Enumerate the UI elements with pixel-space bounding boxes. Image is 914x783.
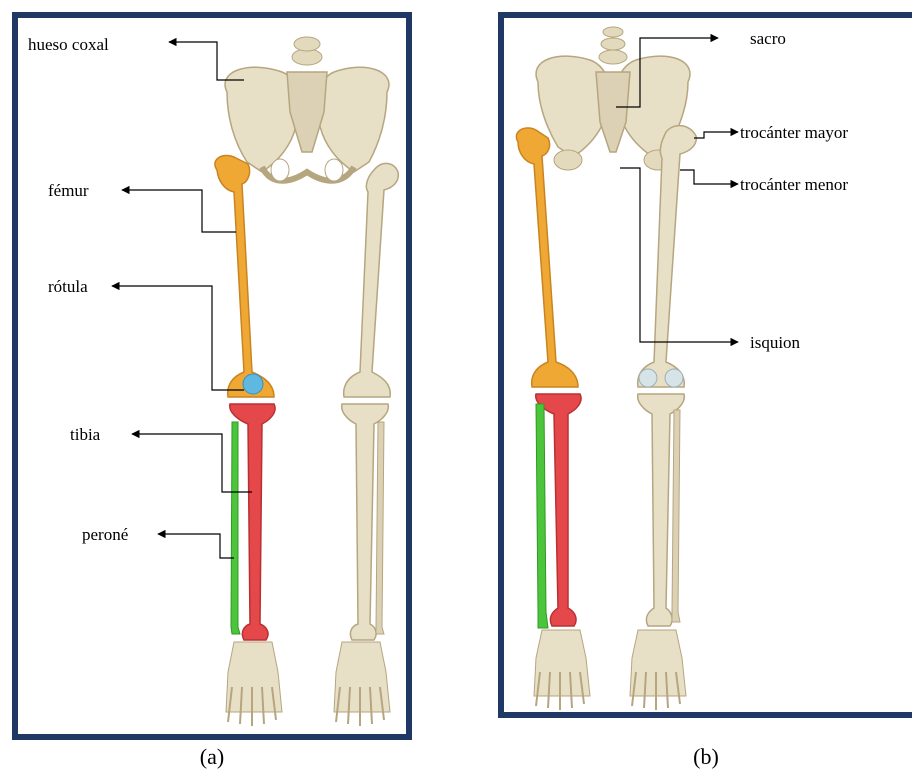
label-patella: rótula <box>48 277 88 296</box>
caption-b: (b) <box>666 744 746 770</box>
label-lesser-trochanter: trocánter menor <box>740 175 848 194</box>
skeleton-diagram-a: hueso coxal fémur rótula tibia peroné <box>12 12 412 742</box>
label-greater-trochanter: trocánter mayor <box>740 123 848 142</box>
label-sacrum: sacro <box>750 29 786 48</box>
skeleton-diagram-b: sacro trocánter mayor trocánter menor is… <box>498 12 912 722</box>
caption-a: (a) <box>172 744 252 770</box>
label-femur: fémur <box>48 181 89 200</box>
patella-shape-a <box>243 374 263 394</box>
label-tibia: tibia <box>70 425 101 444</box>
panel-a: hueso coxal fémur rótula tibia peroné <box>12 12 412 742</box>
label-hip: hueso coxal <box>28 35 109 54</box>
label-fibula: peroné <box>82 525 128 544</box>
panel-b: sacro trocánter mayor trocánter menor is… <box>498 12 912 722</box>
label-ischium: isquion <box>750 333 801 352</box>
